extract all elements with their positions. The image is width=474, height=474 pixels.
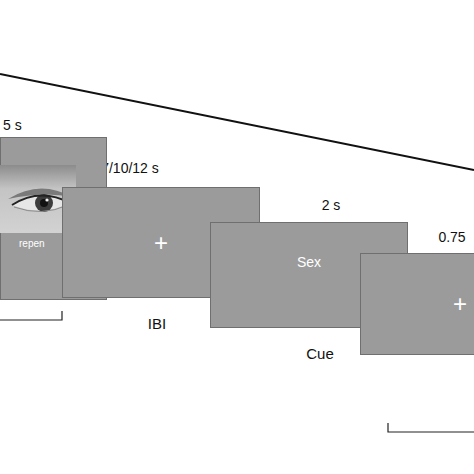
bracket	[0, 311, 62, 320]
screen-text: +	[453, 290, 467, 318]
screen-text: Sex	[297, 254, 321, 270]
bracket	[388, 423, 474, 432]
label-holder: Cue	[306, 345, 334, 362]
label-holder: IBI	[148, 315, 166, 332]
duration-label: 5 s	[3, 117, 22, 133]
screen-text: +	[154, 229, 168, 257]
duration-label: 0.75	[438, 229, 465, 245]
phase-label: IBI	[148, 315, 166, 332]
label-holder: 0.75	[438, 229, 465, 245]
trial-screen: +	[360, 253, 474, 355]
phase-label: Cue	[306, 345, 334, 362]
label-holder: 2 s	[322, 197, 341, 213]
label-holder: 7/10/12 s	[101, 160, 159, 176]
label-holder: 5 s	[3, 117, 22, 133]
duration-label: 7/10/12 s	[101, 160, 159, 176]
duration-label: 2 s	[322, 197, 341, 213]
screen-text: repen	[19, 238, 45, 249]
